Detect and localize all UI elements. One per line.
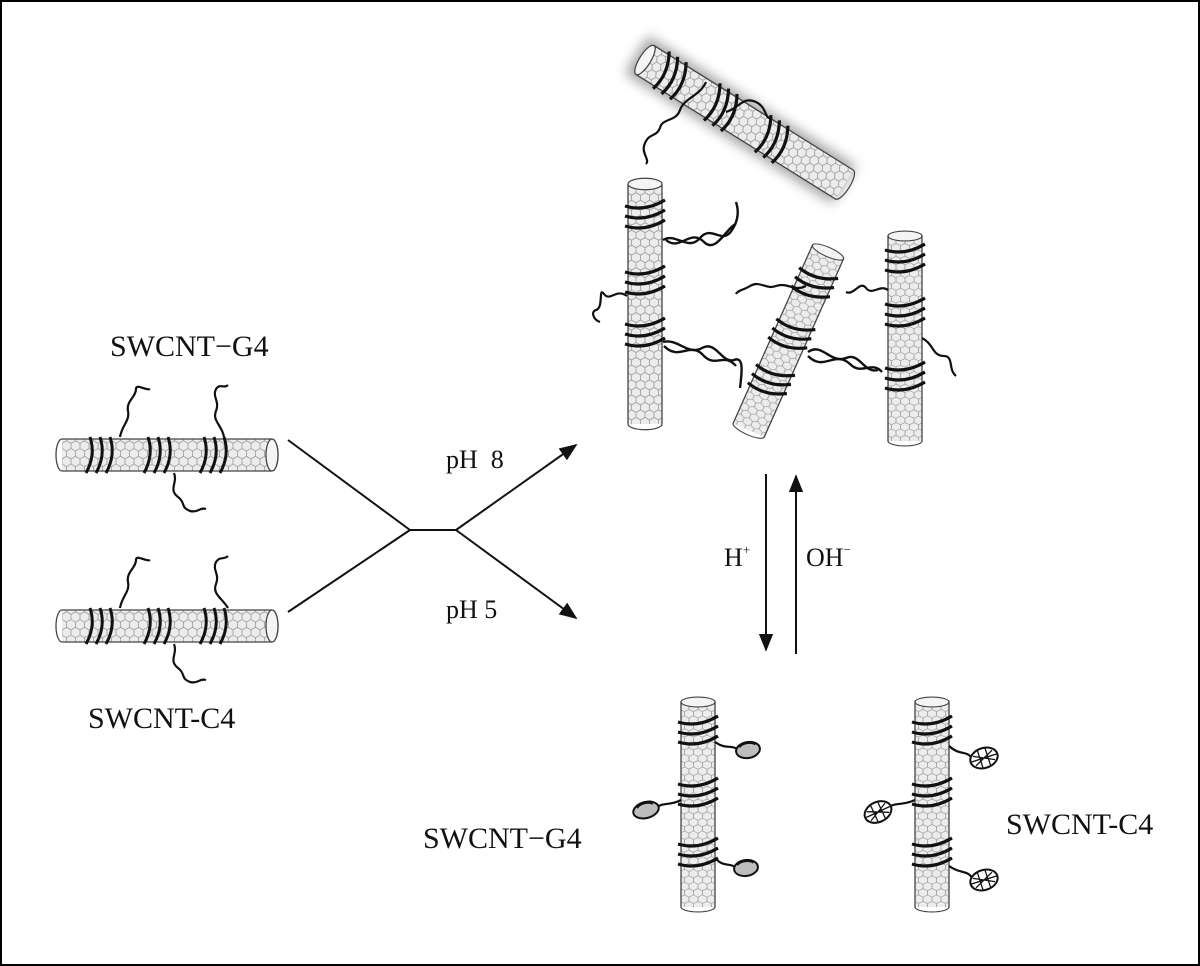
label-swcnt-c4-left: SWCNT-C4	[88, 702, 235, 735]
label-swcnt-g4-left: SWCNT−G4	[110, 330, 269, 363]
label-ph-8: pH 8	[446, 445, 504, 474]
branching-arrows	[287, 439, 578, 620]
label-swcnt-g4-bottom: SWCNT−G4	[423, 822, 582, 855]
left-tube-c4	[55, 555, 279, 684]
ph8-tube-diagonal-top	[624, 36, 859, 204]
label-base: OH−	[806, 542, 851, 572]
ph8-tube-right-vertical	[883, 230, 927, 447]
label-acid: H+	[724, 542, 750, 572]
ph5-tube-g4	[632, 696, 761, 913]
label-ph-5: pH 5	[446, 595, 497, 624]
label-swcnt-c4-bottom: SWCNT-C4	[1006, 808, 1153, 841]
left-tube-g4	[55, 384, 279, 513]
ph8-tube-middle-diagonal	[730, 240, 847, 442]
ph8-tube-left-vertical	[623, 177, 667, 431]
ph5-tube-c4	[863, 696, 999, 913]
equilibrium-arrows	[758, 474, 804, 654]
